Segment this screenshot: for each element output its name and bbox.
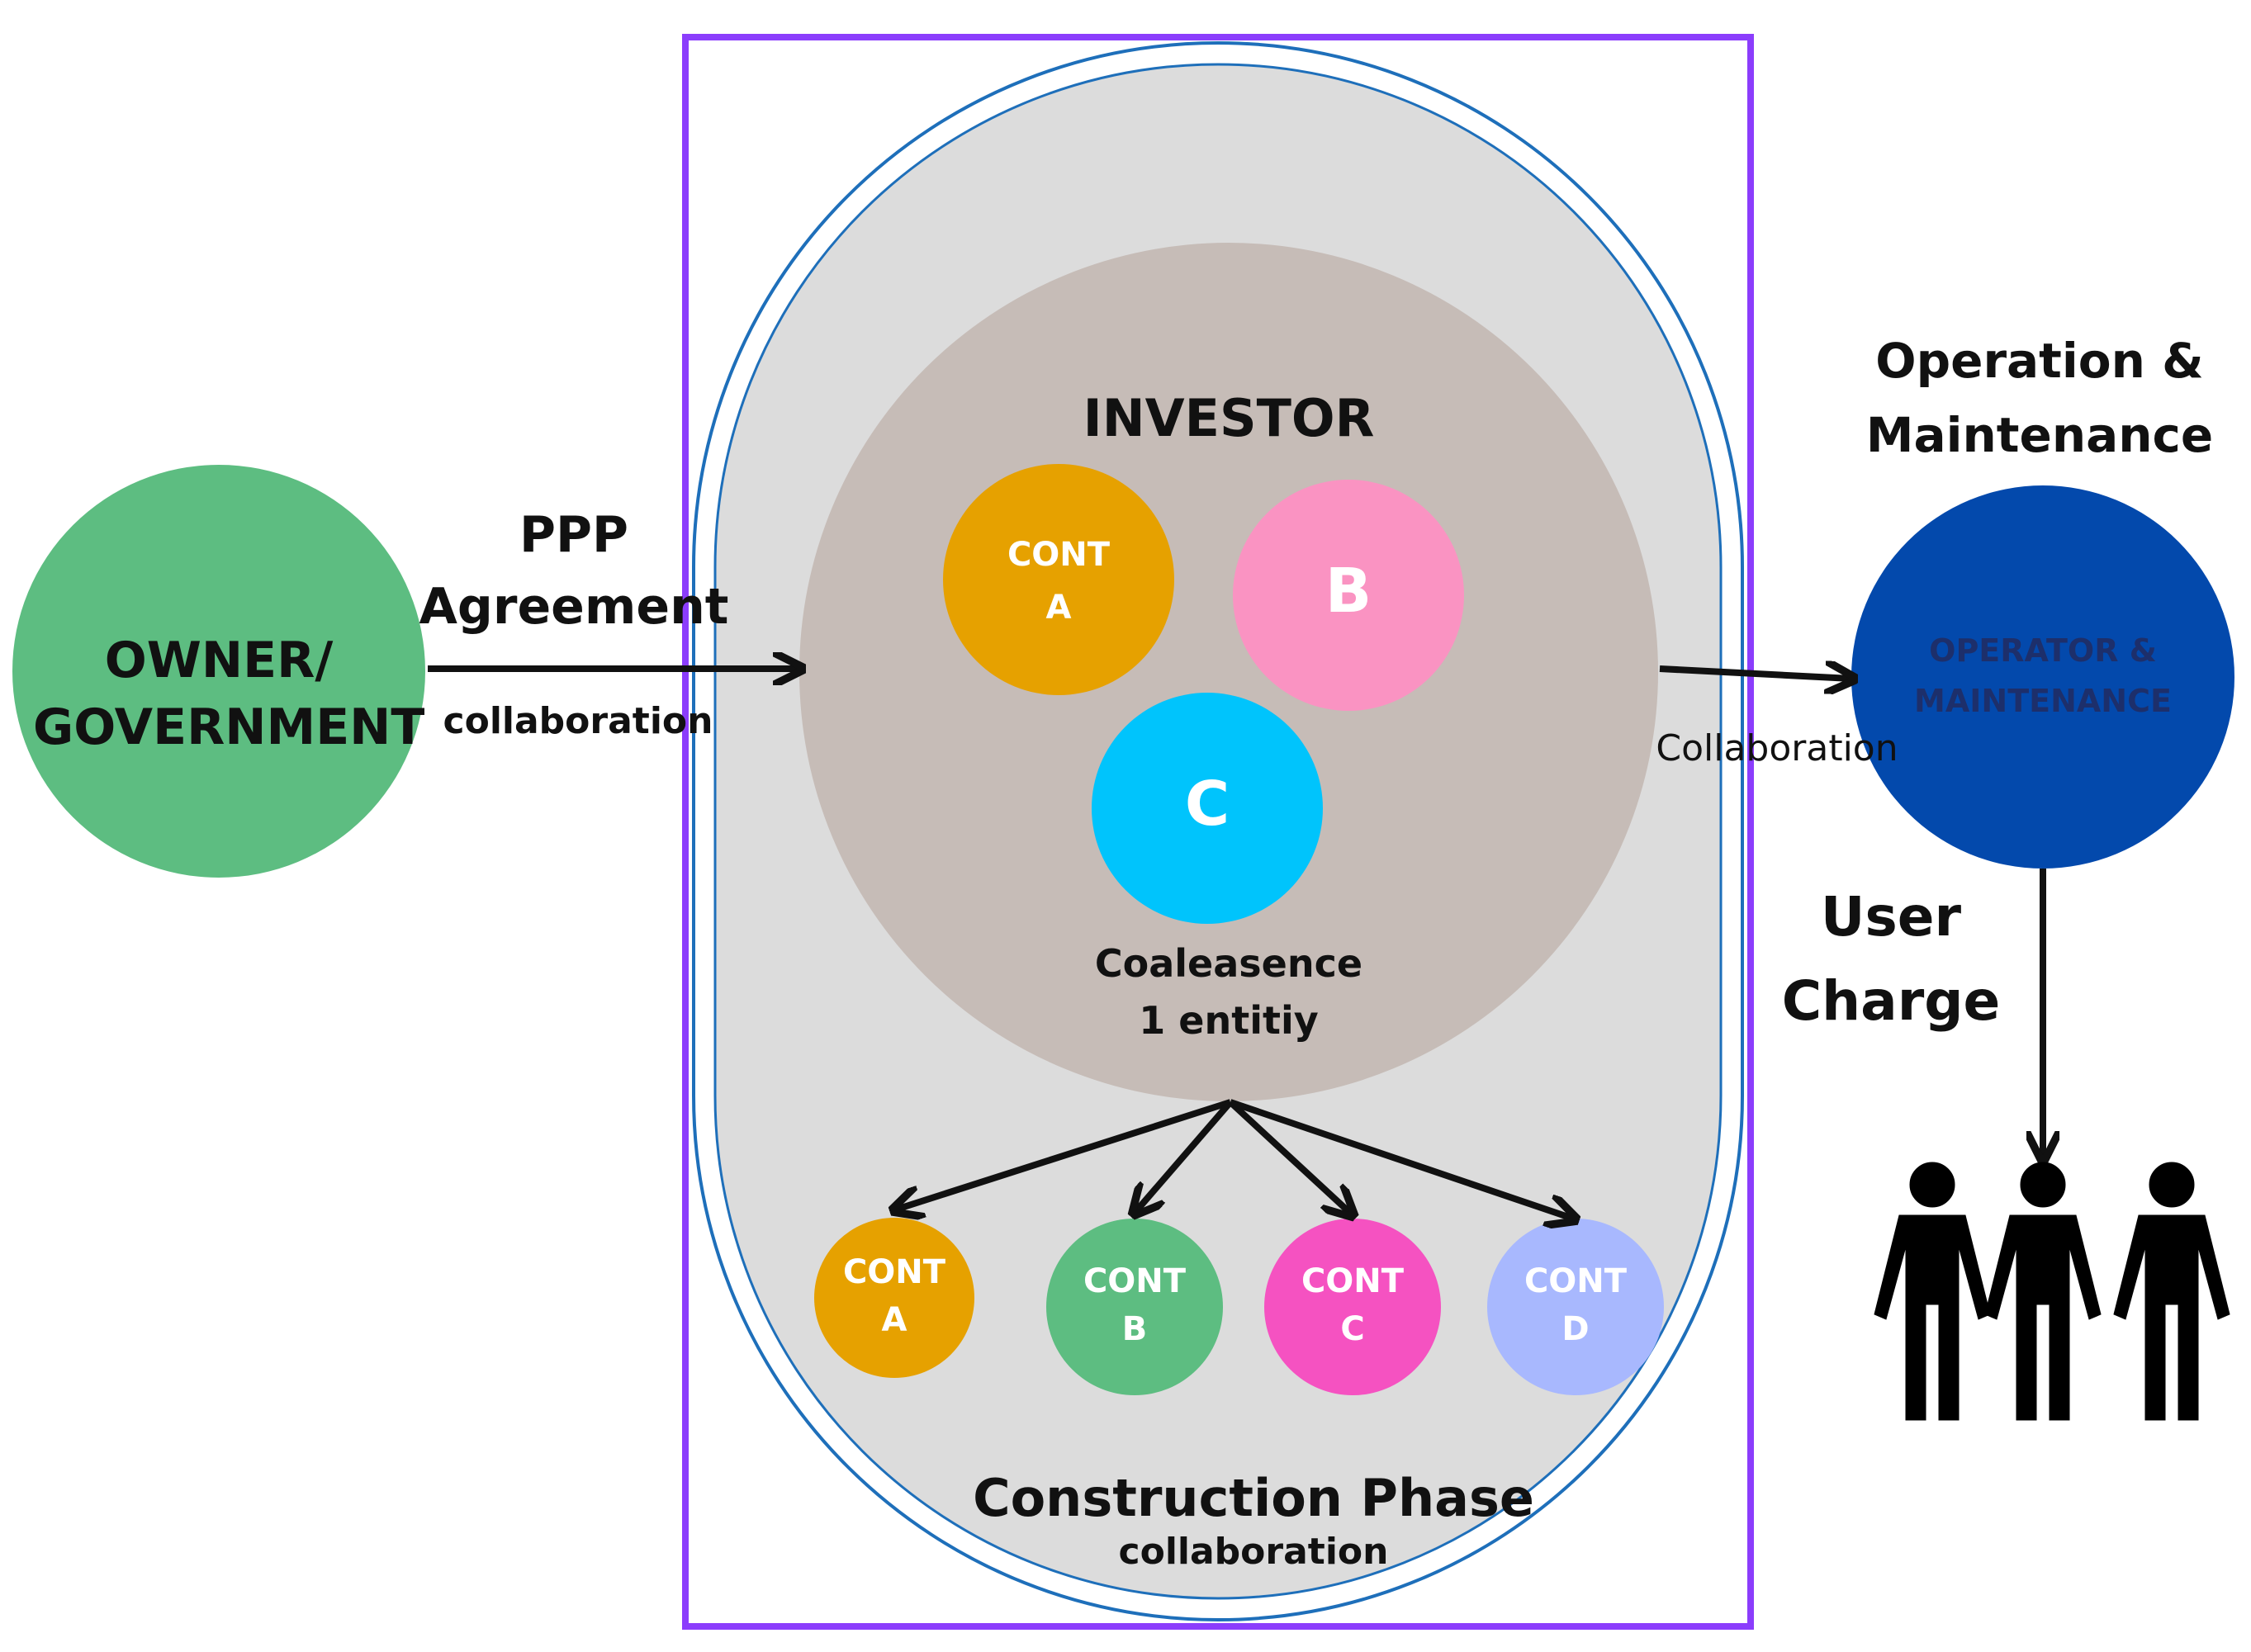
investor-member-a-label: CONT A bbox=[960, 528, 1158, 634]
investor-member-c-label: C bbox=[1184, 769, 1230, 840]
contractor-a-label: CONT A bbox=[820, 1248, 969, 1344]
contractor-circle-b bbox=[1046, 1219, 1223, 1395]
operator-circle-label: OPERATOR & MAINTENANCE bbox=[1894, 626, 2192, 727]
person-icon bbox=[2113, 1162, 2230, 1421]
contractor-c-line1: CONT bbox=[1301, 1262, 1405, 1300]
people-group-icon bbox=[1874, 1162, 2230, 1421]
coalescence-note-line2: 1 entitiy bbox=[1139, 998, 1319, 1043]
contractor-c-label: CONT C bbox=[1274, 1257, 1431, 1353]
user-charge-line1: User bbox=[1820, 885, 1962, 949]
arrow-to-contractor-a bbox=[896, 1099, 1232, 1209]
contractor-a-line2: A bbox=[881, 1301, 908, 1339]
contractor-circle-d bbox=[1487, 1219, 1664, 1395]
ppp-collaboration-label: collaboration bbox=[443, 700, 713, 742]
contractor-c-line2: C bbox=[1340, 1310, 1365, 1348]
contractor-d-label: CONT D bbox=[1497, 1257, 1654, 1353]
construction-frame bbox=[682, 34, 1754, 1630]
operation-collaboration-label: Collaboration bbox=[1656, 727, 1898, 769]
operator-circle bbox=[1851, 485, 2234, 869]
contractor-d-line1: CONT bbox=[1524, 1262, 1628, 1300]
arrow-to-contractor-d bbox=[1229, 1099, 1573, 1219]
operation-heading: Operation & Maintenance bbox=[1833, 324, 2246, 473]
ppp-label-line1: PPP bbox=[519, 506, 628, 564]
owner-label-line1: OWNER/ bbox=[104, 632, 334, 689]
contractor-circle-a bbox=[814, 1218, 974, 1378]
investor-member-b bbox=[1233, 480, 1464, 711]
operator-circle-line1: OPERATOR & bbox=[1929, 632, 2157, 669]
arrow-to-contractor-c bbox=[1228, 1100, 1351, 1214]
investor-member-b-label: B bbox=[1325, 556, 1372, 627]
ppp-agreement-label: PPP Agreement bbox=[413, 499, 735, 643]
investor-title: INVESTOR bbox=[1083, 388, 1375, 448]
owner-label-line2: GOVERNMENT bbox=[33, 698, 425, 756]
investor-circle bbox=[799, 243, 1658, 1101]
contractor-d-line2: D bbox=[1561, 1310, 1590, 1348]
coalescence-note-line1: Coaleasence bbox=[1094, 941, 1363, 986]
operation-heading-line2: Maintenance bbox=[1865, 406, 2214, 463]
investor-member-c bbox=[1092, 693, 1323, 924]
contractor-b-line1: CONT bbox=[1083, 1262, 1187, 1300]
arrow-to-contractor-b bbox=[1135, 1100, 1234, 1212]
user-charge-label: User Charge bbox=[1751, 875, 2031, 1044]
construction-phase-sub: collaboration bbox=[1118, 1531, 1389, 1573]
construction-phase-title: Construction Phase bbox=[973, 1468, 1534, 1528]
person-icon bbox=[1984, 1162, 2102, 1421]
investor-member-a bbox=[943, 464, 1174, 695]
person-icon bbox=[1874, 1162, 1991, 1421]
operation-heading-line1: Operation & bbox=[1875, 333, 2204, 389]
coalescence-note: Coaleasence 1 entitiy bbox=[1064, 935, 1394, 1049]
contractor-circle-c bbox=[1264, 1219, 1441, 1395]
collaboration-arrow bbox=[1659, 669, 1851, 679]
user-charge-line2: Charge bbox=[1781, 969, 2001, 1034]
contractor-b-line2: B bbox=[1121, 1310, 1148, 1348]
ppp-label-line2: Agreement bbox=[419, 578, 729, 636]
owner-circle bbox=[12, 465, 425, 878]
investor-member-a-line1: CONT bbox=[1007, 536, 1111, 574]
owner-label: OWNER/ GOVERNMENT bbox=[33, 627, 425, 761]
contractor-a-line1: CONT bbox=[842, 1253, 946, 1291]
investor-member-a-line2: A bbox=[1045, 589, 1072, 627]
operator-circle-line2: MAINTENANCE bbox=[1914, 682, 2172, 719]
contractor-b-label: CONT B bbox=[1056, 1257, 1213, 1353]
